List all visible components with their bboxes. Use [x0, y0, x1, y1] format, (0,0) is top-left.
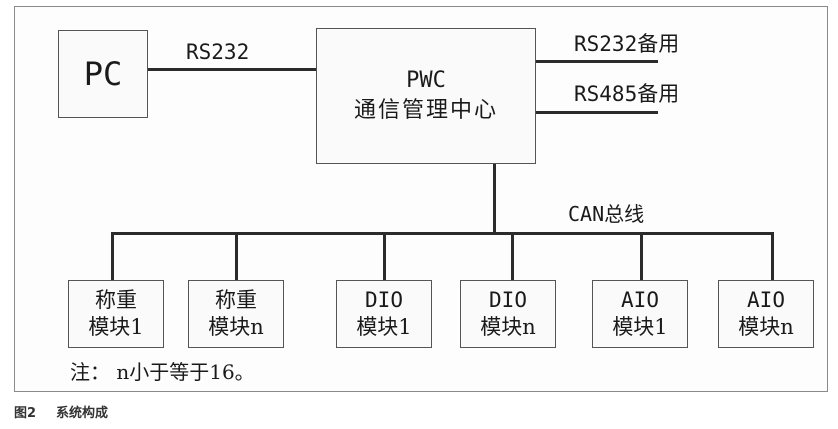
module-label-line1: AIO [621, 288, 659, 312]
pc-link-label: RS232 [186, 40, 250, 64]
can-bus-line [111, 232, 774, 235]
note-text: 注： n小于等于16。 [70, 360, 255, 384]
trunk-line [493, 164, 496, 234]
rs485-spare-label: RS485备用 [574, 82, 680, 106]
drop-line [771, 232, 774, 280]
center-node: PWC 通信管理中心 [316, 28, 536, 164]
module-label-line1: DIO [489, 288, 527, 312]
center-label-line2: 通信管理中心 [353, 98, 498, 123]
drop-line [111, 232, 114, 280]
drop-line [640, 232, 643, 280]
bus-label: CAN总线 [568, 202, 645, 226]
module-label-line2: 模块1 [612, 315, 668, 339]
pc-label: PC [83, 55, 123, 93]
module-label-line2: 模块1 [356, 315, 412, 339]
pc-link-line [148, 68, 316, 71]
module-label-line1: 称重 [95, 288, 137, 312]
caption-title: 系统构成 [56, 406, 109, 421]
rs485-spare-line [536, 111, 658, 114]
drop-line [511, 232, 514, 280]
drop-line [235, 232, 238, 280]
module-node: 称重 模块n [188, 280, 284, 348]
module-label-line2: 模块1 [88, 315, 144, 339]
module-label-line1: AIO [747, 288, 785, 312]
module-node: AIO 模块n [718, 280, 814, 348]
module-node: DIO 模块n [460, 280, 556, 348]
rs232-spare-line [536, 60, 658, 63]
pc-node: PC [58, 30, 148, 118]
module-node: DIO 模块1 [336, 280, 432, 348]
caption-number: 图2 [14, 406, 37, 421]
module-label-line2: 模块n [208, 315, 264, 339]
module-label-line1: 称重 [215, 288, 257, 312]
figure-caption: 图2 系统构成 [14, 402, 128, 421]
center-label-line1: PWC [406, 68, 446, 93]
module-label-line2: 模块n [738, 315, 794, 339]
drop-line [383, 232, 386, 280]
module-label-line2: 模块n [480, 315, 536, 339]
rs232-spare-label: RS232备用 [574, 32, 680, 56]
module-node: 称重 模块1 [68, 280, 164, 348]
module-label-line1: DIO [365, 288, 403, 312]
module-node: AIO 模块1 [592, 280, 688, 348]
